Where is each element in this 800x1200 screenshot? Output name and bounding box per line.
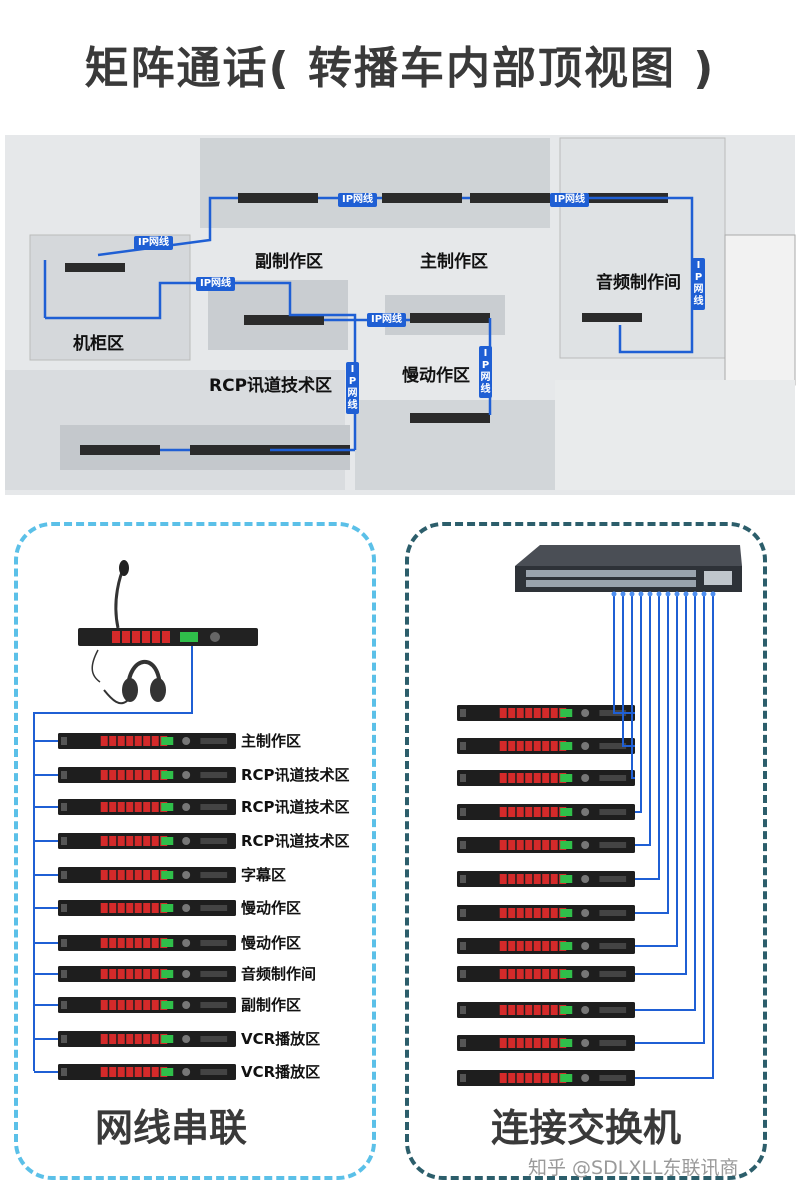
intercom-unit: [457, 1002, 635, 1018]
intercom-unit: [457, 966, 635, 982]
ip-cable-tag: IP网线: [346, 362, 359, 414]
intercom-unit: [58, 1064, 236, 1080]
intercom-unit: [457, 738, 635, 754]
zone-label-jigui: 机柜区: [73, 334, 124, 354]
ip-cable-tag: IP网线: [479, 346, 492, 398]
ip-cable-tag: IP网线: [134, 236, 174, 250]
zone-label-mandong: 慢动作区: [402, 366, 470, 386]
intercom-unit: [58, 767, 236, 783]
intercom-unit: [58, 966, 236, 982]
switch-panel: [405, 522, 767, 1180]
unit-label: 字幕区: [241, 866, 287, 884]
intercom-unit: [457, 837, 635, 853]
intercom-unit: [58, 833, 236, 849]
zone-label-zhuzhi: 主制作区: [420, 252, 488, 272]
intercom-unit: [58, 1031, 236, 1047]
ip-cable-tag: IP网线: [196, 277, 236, 291]
intercom-unit: [58, 867, 236, 883]
watermark: 知乎 @SDLXLL东联讯商: [528, 1157, 739, 1179]
intercom-unit: [58, 733, 236, 749]
intercom-unit: [58, 935, 236, 951]
intercom-unit: [58, 900, 236, 916]
intercom-unit: [457, 1035, 635, 1051]
intercom-unit: [457, 804, 635, 820]
ip-cable-tag: IP网线: [692, 258, 705, 310]
unit-label: 慢动作区: [241, 934, 302, 952]
unit-label: VCR播放区: [241, 1030, 321, 1048]
unit-label: 慢动作区: [241, 899, 302, 917]
floor-plan: 副制作区 主制作区 音频制作间 机柜区 RCP讯道技术区 慢动作区 IP网线 I…: [0, 130, 800, 500]
unit-label: RCP讯道技术区: [241, 832, 350, 850]
intercom-unit: [457, 871, 635, 887]
daisy-chain-panel: [14, 522, 376, 1180]
page-title: 矩阵通话( 转播车内部顶视图 ): [84, 43, 716, 94]
unit-label: VCR播放区: [241, 1063, 321, 1081]
switch-title: 连接交换机: [491, 1106, 682, 1150]
ip-cable-tag: IP网线: [367, 313, 407, 327]
ip-cable-tag: IP网线: [550, 193, 590, 207]
unit-label: RCP讯道技术区: [241, 798, 350, 816]
unit-label: 副制作区: [241, 996, 302, 1014]
intercom-unit: [58, 799, 236, 815]
intercom-unit: [457, 705, 635, 721]
unit-label: RCP讯道技术区: [241, 766, 350, 784]
zone-label-yinpin: 音频制作间: [596, 273, 681, 293]
daisy-chain-title: 网线串联: [95, 1106, 248, 1150]
zone-label-fuzhi: 副制作区: [255, 252, 323, 272]
unit-label: 音频制作间: [241, 965, 317, 983]
intercom-unit: [457, 905, 635, 921]
zone-label-rcp: RCP讯道技术区: [209, 376, 333, 396]
unit-label: 主制作区: [241, 732, 302, 750]
ip-cable-tag: IP网线: [338, 193, 378, 207]
intercom-unit: [457, 938, 635, 954]
intercom-unit: [58, 997, 236, 1013]
intercom-unit: [457, 770, 635, 786]
intercom-unit: [457, 1070, 635, 1086]
